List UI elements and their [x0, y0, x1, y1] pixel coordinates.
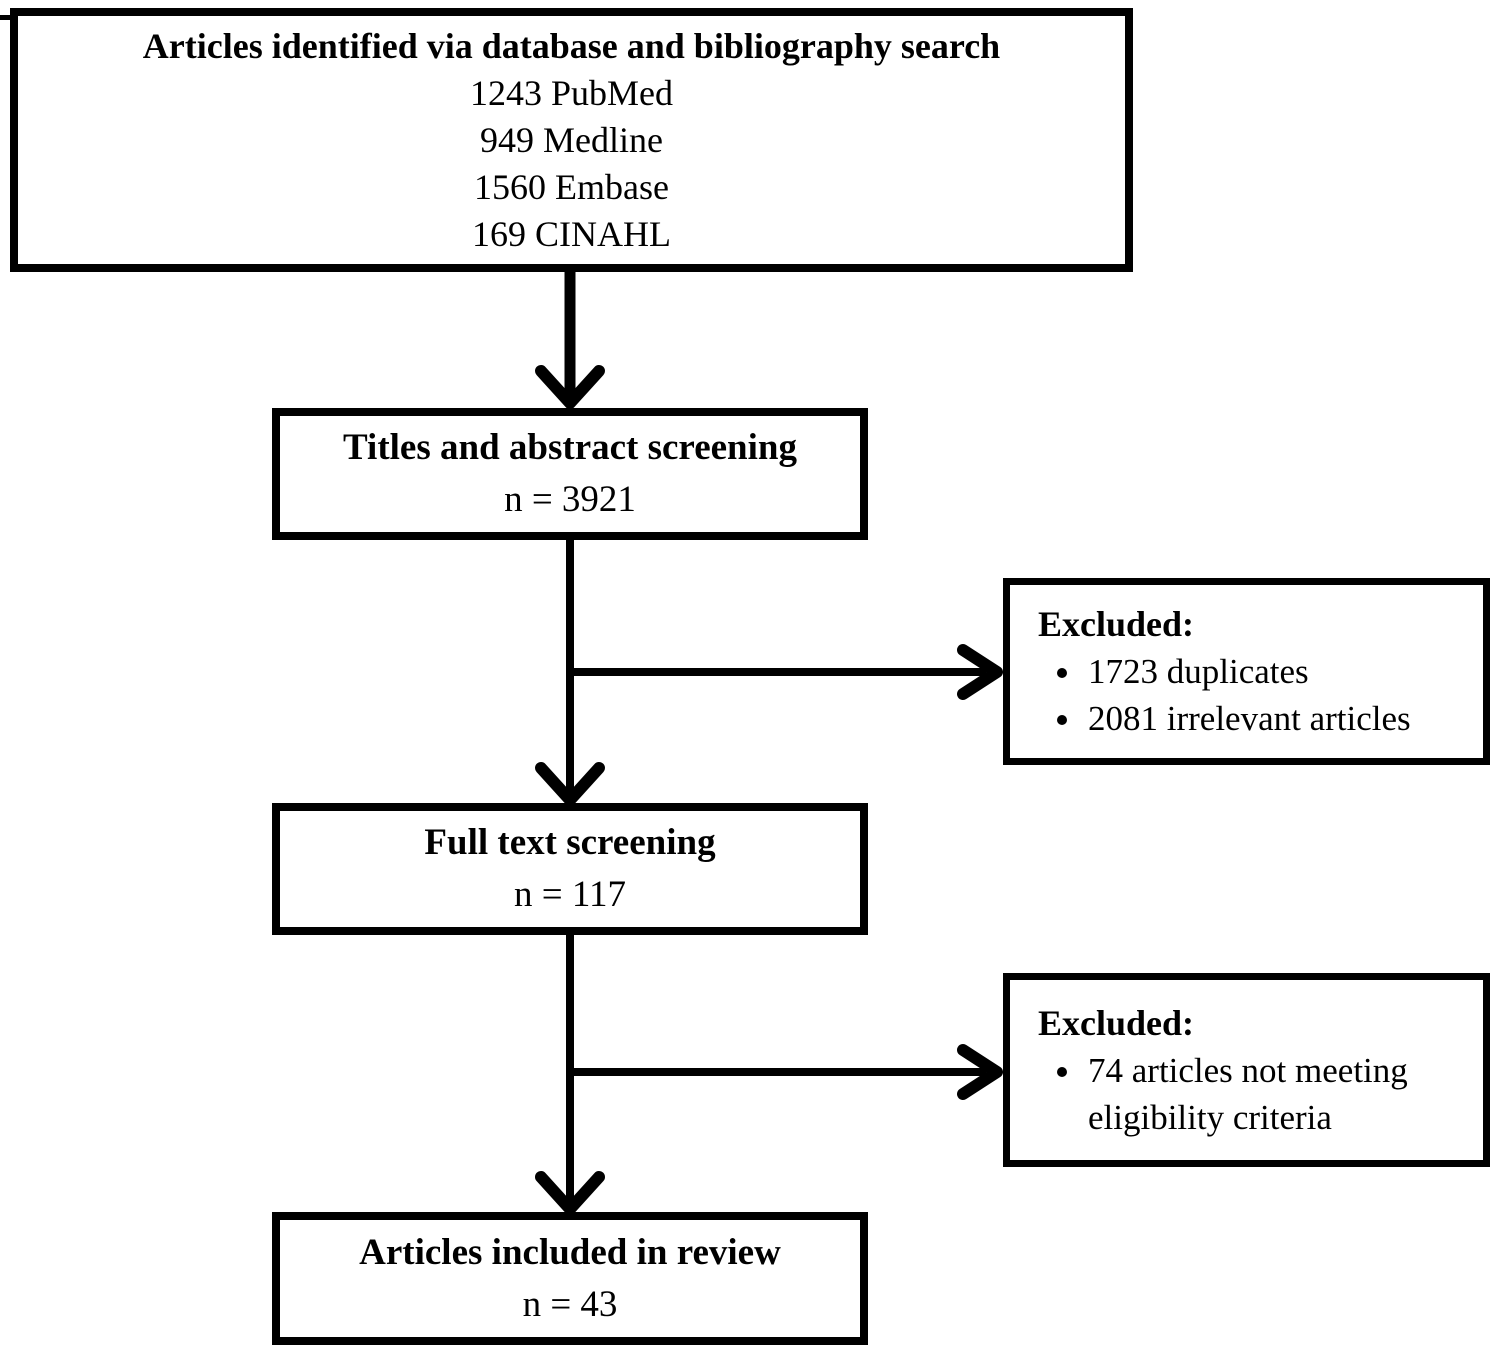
- identification-source-pubmed: 1243 PubMed: [469, 72, 673, 113]
- excluded-item-duplicates: 1723 duplicates: [1084, 648, 1473, 695]
- arrow-right-screening-to-excluded: [566, 644, 1003, 700]
- included-title: Articles included in review: [359, 1231, 781, 1273]
- full-text-screening-count: n = 117: [514, 874, 626, 915]
- identification-source-cinahl: 169 CINAHL: [472, 213, 671, 254]
- box-excluded-after-full-text: Excluded: 74 articles not meeting eligib…: [1003, 973, 1490, 1167]
- box-identification: Articles identified via database and bib…: [10, 8, 1133, 272]
- title-abstract-screening-count: n = 3921: [504, 479, 636, 520]
- excluded-after-screening-title: Excluded:: [1038, 604, 1195, 644]
- title-abstract-screening-title: Titles and abstract screening: [343, 427, 797, 468]
- left-edge-tick: [0, 15, 13, 20]
- identification-source-embase: 1560 Embase: [474, 166, 669, 207]
- excluded-item-irrelevant: 2081 irrelevant articles: [1084, 695, 1473, 742]
- excluded-after-full-text-title: Excluded:: [1038, 1002, 1195, 1043]
- excluded-after-screening-list: 1723 duplicates 2081 irrelevant articles: [1038, 648, 1473, 742]
- arrow-down-full-text-to-included: [535, 933, 605, 1215]
- full-text-screening-title: Full text screening: [424, 822, 716, 863]
- box-excluded-after-screening: Excluded: 1723 duplicates 2081 irrelevan…: [1003, 578, 1490, 765]
- arrow-down-identification-to-screening: [535, 270, 605, 409]
- arrow-right-full-text-to-excluded: [566, 1044, 1003, 1100]
- arrow-down-screening-to-full-text: [535, 538, 605, 806]
- excluded-item-not-eligible: 74 articles not meeting eligibility crit…: [1084, 1047, 1473, 1141]
- excluded-after-full-text-list: 74 articles not meeting eligibility crit…: [1038, 1047, 1473, 1141]
- box-included-in-review: Articles included in review n = 43: [272, 1212, 868, 1345]
- included-count: n = 43: [522, 1283, 618, 1325]
- identification-source-medline: 949 Medline: [480, 119, 663, 160]
- identification-title: Articles identified via database and bib…: [142, 25, 1001, 66]
- box-full-text-screening: Full text screening n = 117: [272, 803, 868, 935]
- box-title-abstract-screening: Titles and abstract screening n = 3921: [272, 408, 868, 540]
